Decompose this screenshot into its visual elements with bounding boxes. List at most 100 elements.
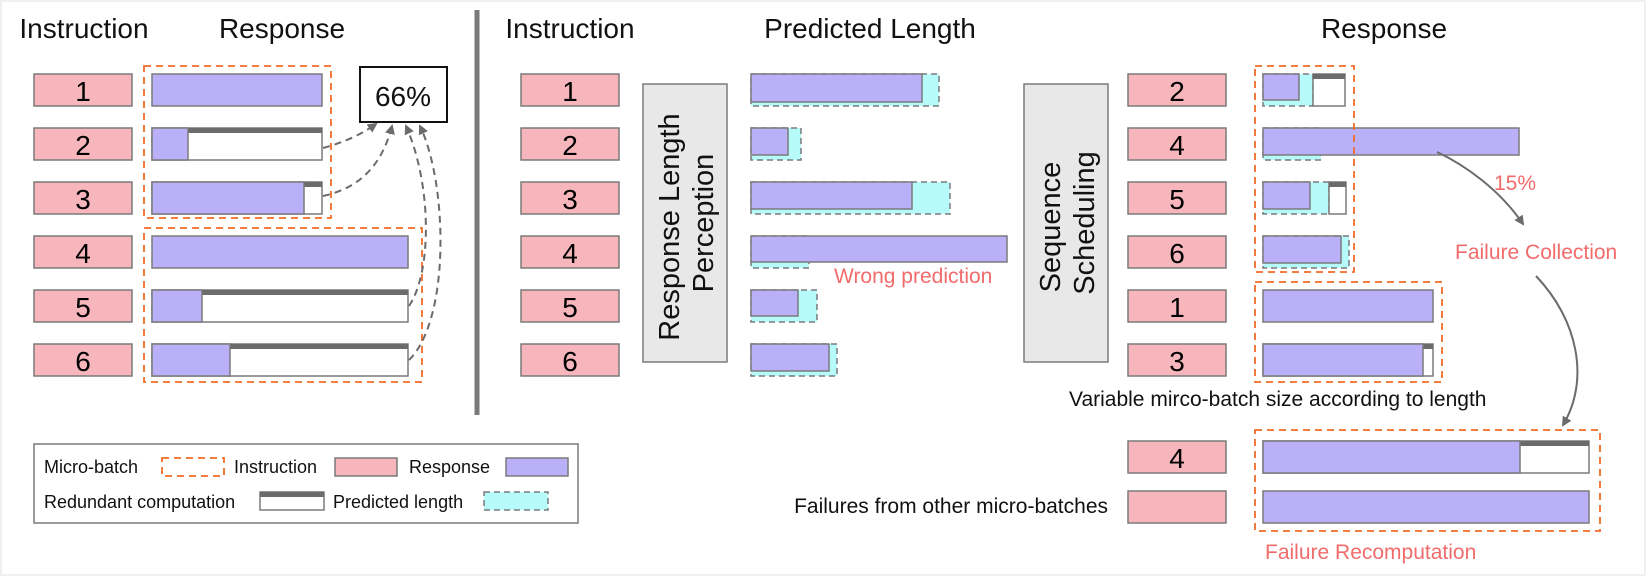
instruction-id: 3 <box>75 184 91 215</box>
legend-predicted-swatch <box>483 491 549 511</box>
legend-microbatch-label: Micro-batch <box>44 457 138 477</box>
right-instruction-boxes <box>1127 73 1227 377</box>
instruction-id: 1 <box>1169 292 1185 323</box>
legend-response-label: Response <box>409 457 490 477</box>
response-bar <box>750 181 913 210</box>
instruction-box <box>1127 343 1227 377</box>
response-bar <box>1262 490 1590 524</box>
right-response-header: Response <box>1321 13 1447 44</box>
perception-box <box>642 83 728 363</box>
legend-instruction-label: Instruction <box>234 457 317 477</box>
redundant-cap <box>152 128 322 133</box>
left-instruction-boxes <box>33 73 133 377</box>
response-bar <box>151 73 323 107</box>
response-bar <box>1262 235 1342 264</box>
instruction-id: 4 <box>75 238 91 269</box>
instruction-box <box>1127 440 1227 474</box>
legend-redundant-label: Redundant computation <box>44 492 235 512</box>
response-bar <box>1262 127 1520 156</box>
response-bar <box>750 289 799 317</box>
middle-instruction-ids: 1 2 3 4 5 6 <box>562 76 578 377</box>
response-bar <box>151 343 231 377</box>
response-bar <box>750 73 923 103</box>
response-bar <box>750 343 830 372</box>
instruction-id: 4 <box>562 238 578 269</box>
redundant-cap <box>1329 182 1346 187</box>
instruction-box <box>1127 490 1227 524</box>
instruction-box <box>520 289 620 323</box>
scheduling-label-line2: Scheduling <box>1069 151 1101 295</box>
instruction-box <box>33 343 133 377</box>
left-instruction-header: Instruction <box>19 13 148 44</box>
instruction-id: 6 <box>75 346 91 377</box>
scheduling-box <box>1023 83 1109 363</box>
dashed-arrow <box>322 122 378 149</box>
response-bar <box>1262 181 1311 210</box>
instruction-id: 3 <box>562 184 578 215</box>
instruction-id: 4 <box>1169 130 1185 161</box>
instruction-id: 2 <box>75 130 91 161</box>
instruction-box <box>33 73 133 107</box>
failure-percent-label: 15% <box>1494 172 1536 195</box>
instruction-box <box>520 235 620 269</box>
perception-label-line2: Perception <box>688 154 720 293</box>
perception-label: Response Length Perception <box>654 105 720 340</box>
variable-batch-label: Variable mirco-batch size according to l… <box>1069 388 1487 411</box>
response-bar <box>1262 73 1300 101</box>
response-bar <box>151 127 189 161</box>
left-responses <box>151 73 409 377</box>
redundancy-arrows <box>322 122 442 361</box>
response-bar <box>750 127 789 156</box>
redundant-cap <box>1313 74 1345 79</box>
instruction-id: 2 <box>1169 76 1185 107</box>
instruction-box <box>1127 73 1227 107</box>
instruction-box <box>33 181 133 215</box>
response-bar <box>1262 289 1434 323</box>
dashed-arrow <box>322 124 395 197</box>
instruction-box <box>520 181 620 215</box>
response-bar <box>1262 440 1521 474</box>
redundant-cap <box>1520 441 1589 446</box>
response-bar <box>1262 343 1424 377</box>
failure-arrow <box>1436 151 1525 226</box>
legend: Micro-batch Instruction Response Redunda… <box>33 443 579 524</box>
instruction-box <box>520 127 620 161</box>
dashed-arrow <box>404 124 427 307</box>
percent-label: 66% <box>375 81 431 112</box>
failure-collection-label: Failure Collection <box>1455 241 1617 264</box>
instruction-id: 1 <box>562 76 578 107</box>
instruction-id: 6 <box>1169 238 1185 269</box>
microbatch-outline <box>143 227 423 383</box>
instruction-box <box>1127 127 1227 161</box>
redundant-cap <box>152 290 408 295</box>
other-failures-label: Failures from other micro-batches <box>794 495 1108 518</box>
response-bar <box>151 235 409 269</box>
redundant-cap <box>1421 344 1433 349</box>
instruction-id: 5 <box>1169 184 1185 215</box>
legend-redundant-cap <box>260 492 324 497</box>
microbatch-outline <box>1254 429 1601 532</box>
instruction-id: 4 <box>1169 443 1185 474</box>
microbatch-outline <box>1254 65 1355 273</box>
wrong-prediction-label: Wrong prediction <box>834 265 992 288</box>
instruction-id: 2 <box>562 130 578 161</box>
microbatch-outline <box>143 65 332 219</box>
legend-instruction-swatch <box>334 457 398 477</box>
percent-box <box>359 66 448 123</box>
instruction-box <box>1127 235 1227 269</box>
legend-response-swatch <box>505 457 569 477</box>
legend-predicted-label: Predicted length <box>333 492 463 512</box>
scheduling-label-line1: Sequence <box>1035 162 1067 293</box>
redundant-cap <box>303 182 322 187</box>
instruction-box <box>520 343 620 377</box>
instruction-box <box>33 289 133 323</box>
instruction-box <box>33 127 133 161</box>
instruction-id: 5 <box>562 292 578 323</box>
instruction-box <box>1127 181 1227 215</box>
response-bar <box>151 289 203 323</box>
predicted-bars <box>750 73 1008 377</box>
instruction-id: 6 <box>562 346 578 377</box>
instruction-id: 5 <box>75 292 91 323</box>
dashed-arrow <box>408 124 442 361</box>
